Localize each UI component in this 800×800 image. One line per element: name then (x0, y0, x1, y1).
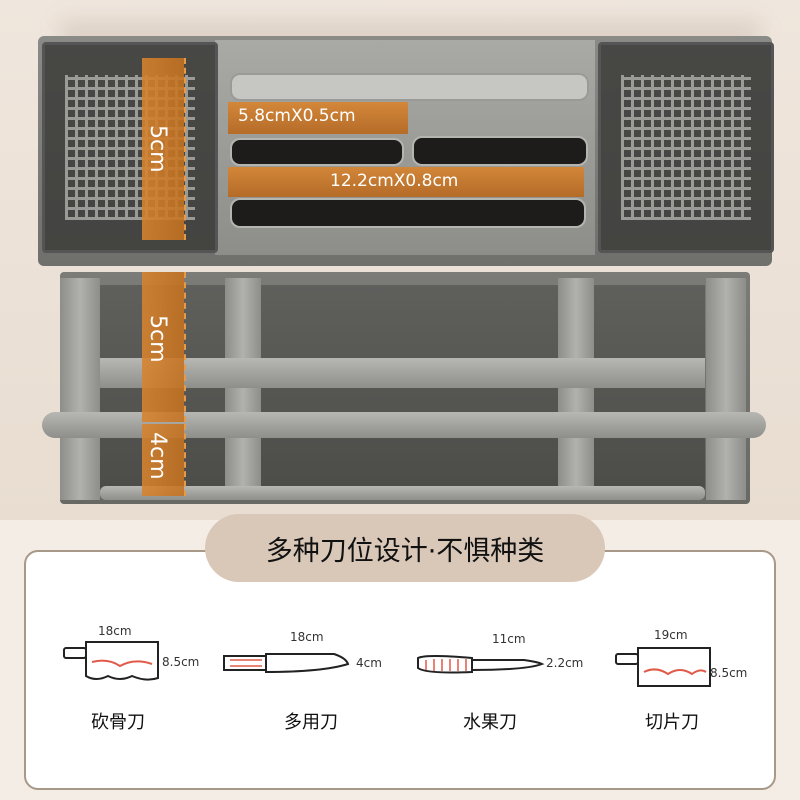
knife-2-name: 多用刀 (284, 712, 338, 733)
knife-2-length: 18cm (290, 630, 324, 644)
rack-height-band-2 (142, 424, 184, 496)
bone-cleaver-icon (63, 641, 159, 681)
rack-height-guide-1 (184, 272, 186, 422)
knife-4-width: 8.5cm (710, 666, 748, 680)
knife-1-length: 18cm (98, 624, 132, 638)
rack-height-dim-1: 5cm (145, 315, 170, 363)
feature-title-pill: 多种刀位设计·不惧种类 (205, 514, 605, 582)
slot-large-dim: 12.2cmX0.8cm (330, 171, 459, 191)
fruit-knife-icon (417, 655, 545, 674)
knife-slot-top (230, 73, 589, 101)
left-basket (42, 42, 218, 253)
knife-slot-large (230, 198, 586, 228)
slot-large-dim-band (228, 167, 584, 197)
basket-height-dim: 5cm (145, 125, 170, 173)
rack-height-band-1 (142, 272, 184, 422)
slot-small-dim-band (228, 102, 408, 134)
feature-title: 多种刀位设计·不惧种类 (265, 535, 545, 567)
rack-height-dim-2: 4cm (145, 432, 170, 480)
rack-height-guide-2 (184, 424, 186, 496)
utility-knife-icon (223, 653, 350, 674)
basket-height-guide (184, 58, 186, 240)
knife-slot-small-left (230, 138, 404, 166)
rack-post-2 (225, 278, 261, 500)
slot-small-dim: 5.8cmX0.5cm (238, 106, 356, 126)
knife-1-width: 8.5cm (162, 655, 200, 669)
knife-3-name: 水果刀 (463, 712, 517, 733)
knife-4-length: 19cm (654, 628, 688, 642)
rack-bottom-lip (100, 486, 705, 500)
knife-1-name: 砍骨刀 (91, 712, 145, 733)
rack-post-3 (558, 278, 594, 500)
knife-4-name: 切片刀 (645, 712, 699, 733)
knife-2-width: 4cm (356, 656, 382, 670)
knife-slot-small-right (412, 136, 588, 166)
rack-middle-bar (100, 358, 705, 388)
knife-3-width: 2.2cm (546, 656, 584, 670)
knife-types-card: 18cm 8.5cm 砍骨刀 18cm 4cm 多用刀 11cm 2.2cm 水… (24, 550, 776, 790)
rack-post-right (706, 278, 746, 500)
knife-3-length: 11cm (492, 632, 526, 646)
slicing-cleaver-icon (615, 647, 711, 687)
basket-height-band (142, 58, 184, 240)
product-scene: 5.8cmX0.5cm 12.2cmX0.8cm 5cm 5cm 4cm (0, 0, 800, 520)
rack-post-left (60, 278, 100, 500)
right-basket-mesh (621, 75, 751, 220)
right-basket (598, 42, 774, 253)
